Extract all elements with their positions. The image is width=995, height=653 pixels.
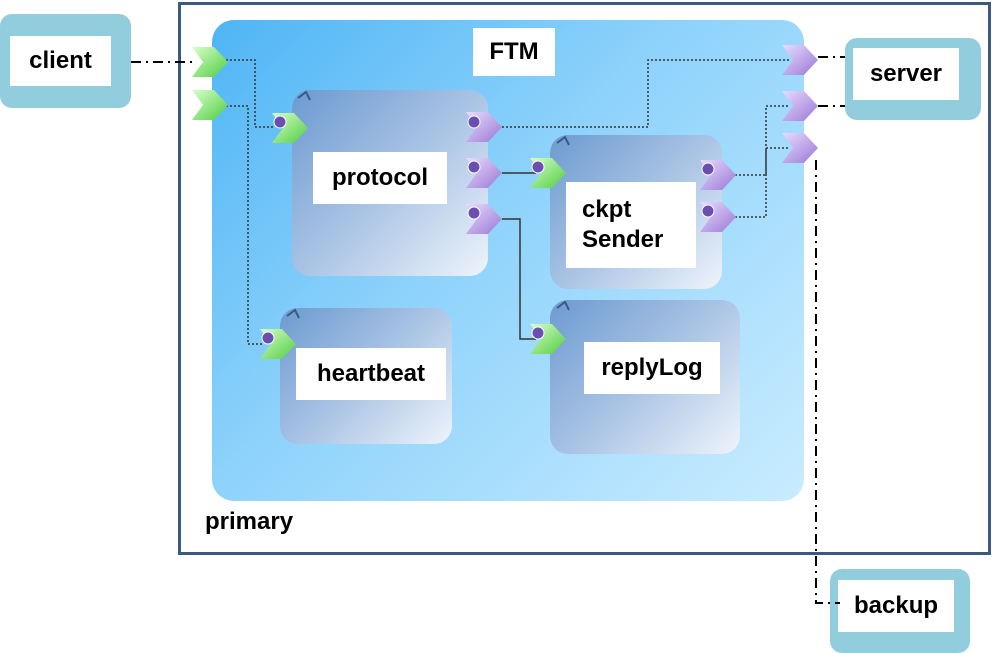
ckpt-label-line2: Sender (582, 226, 664, 253)
ftm-required-port-2[interactable] (782, 91, 818, 121)
component-type-icons (286, 90, 570, 319)
interface-badge-icons (261, 115, 715, 345)
ftm-label: FTM (473, 28, 555, 76)
heartbeat-label: heartbeat (296, 348, 446, 400)
replylog-label: replyLog (584, 342, 720, 394)
wire-protocol-replylog (502, 218, 536, 340)
ckpt-sender-label: ckpt Sender (566, 182, 696, 268)
wire-ckpt-backup (735, 147, 790, 218)
ftm-provided-port-2[interactable] (192, 90, 228, 120)
ckpt-label-line1: ckpt (582, 196, 632, 223)
primary-label: primary (205, 508, 294, 535)
client-label: client (10, 36, 111, 86)
backup-label: backup (838, 580, 954, 632)
ftm-required-port-1[interactable] (782, 45, 818, 75)
wire-client-protocol (222, 59, 275, 128)
ftm-required-port-3[interactable] (782, 133, 818, 163)
wire-ckpt-server (735, 105, 790, 176)
ftm-provided-port-1[interactable] (192, 47, 228, 77)
server-label: server (853, 48, 959, 100)
backup-link (815, 160, 840, 604)
wire-protocol-server (502, 59, 790, 128)
wire-client-heartbeat (222, 105, 262, 345)
protocol-label: protocol (313, 152, 447, 204)
